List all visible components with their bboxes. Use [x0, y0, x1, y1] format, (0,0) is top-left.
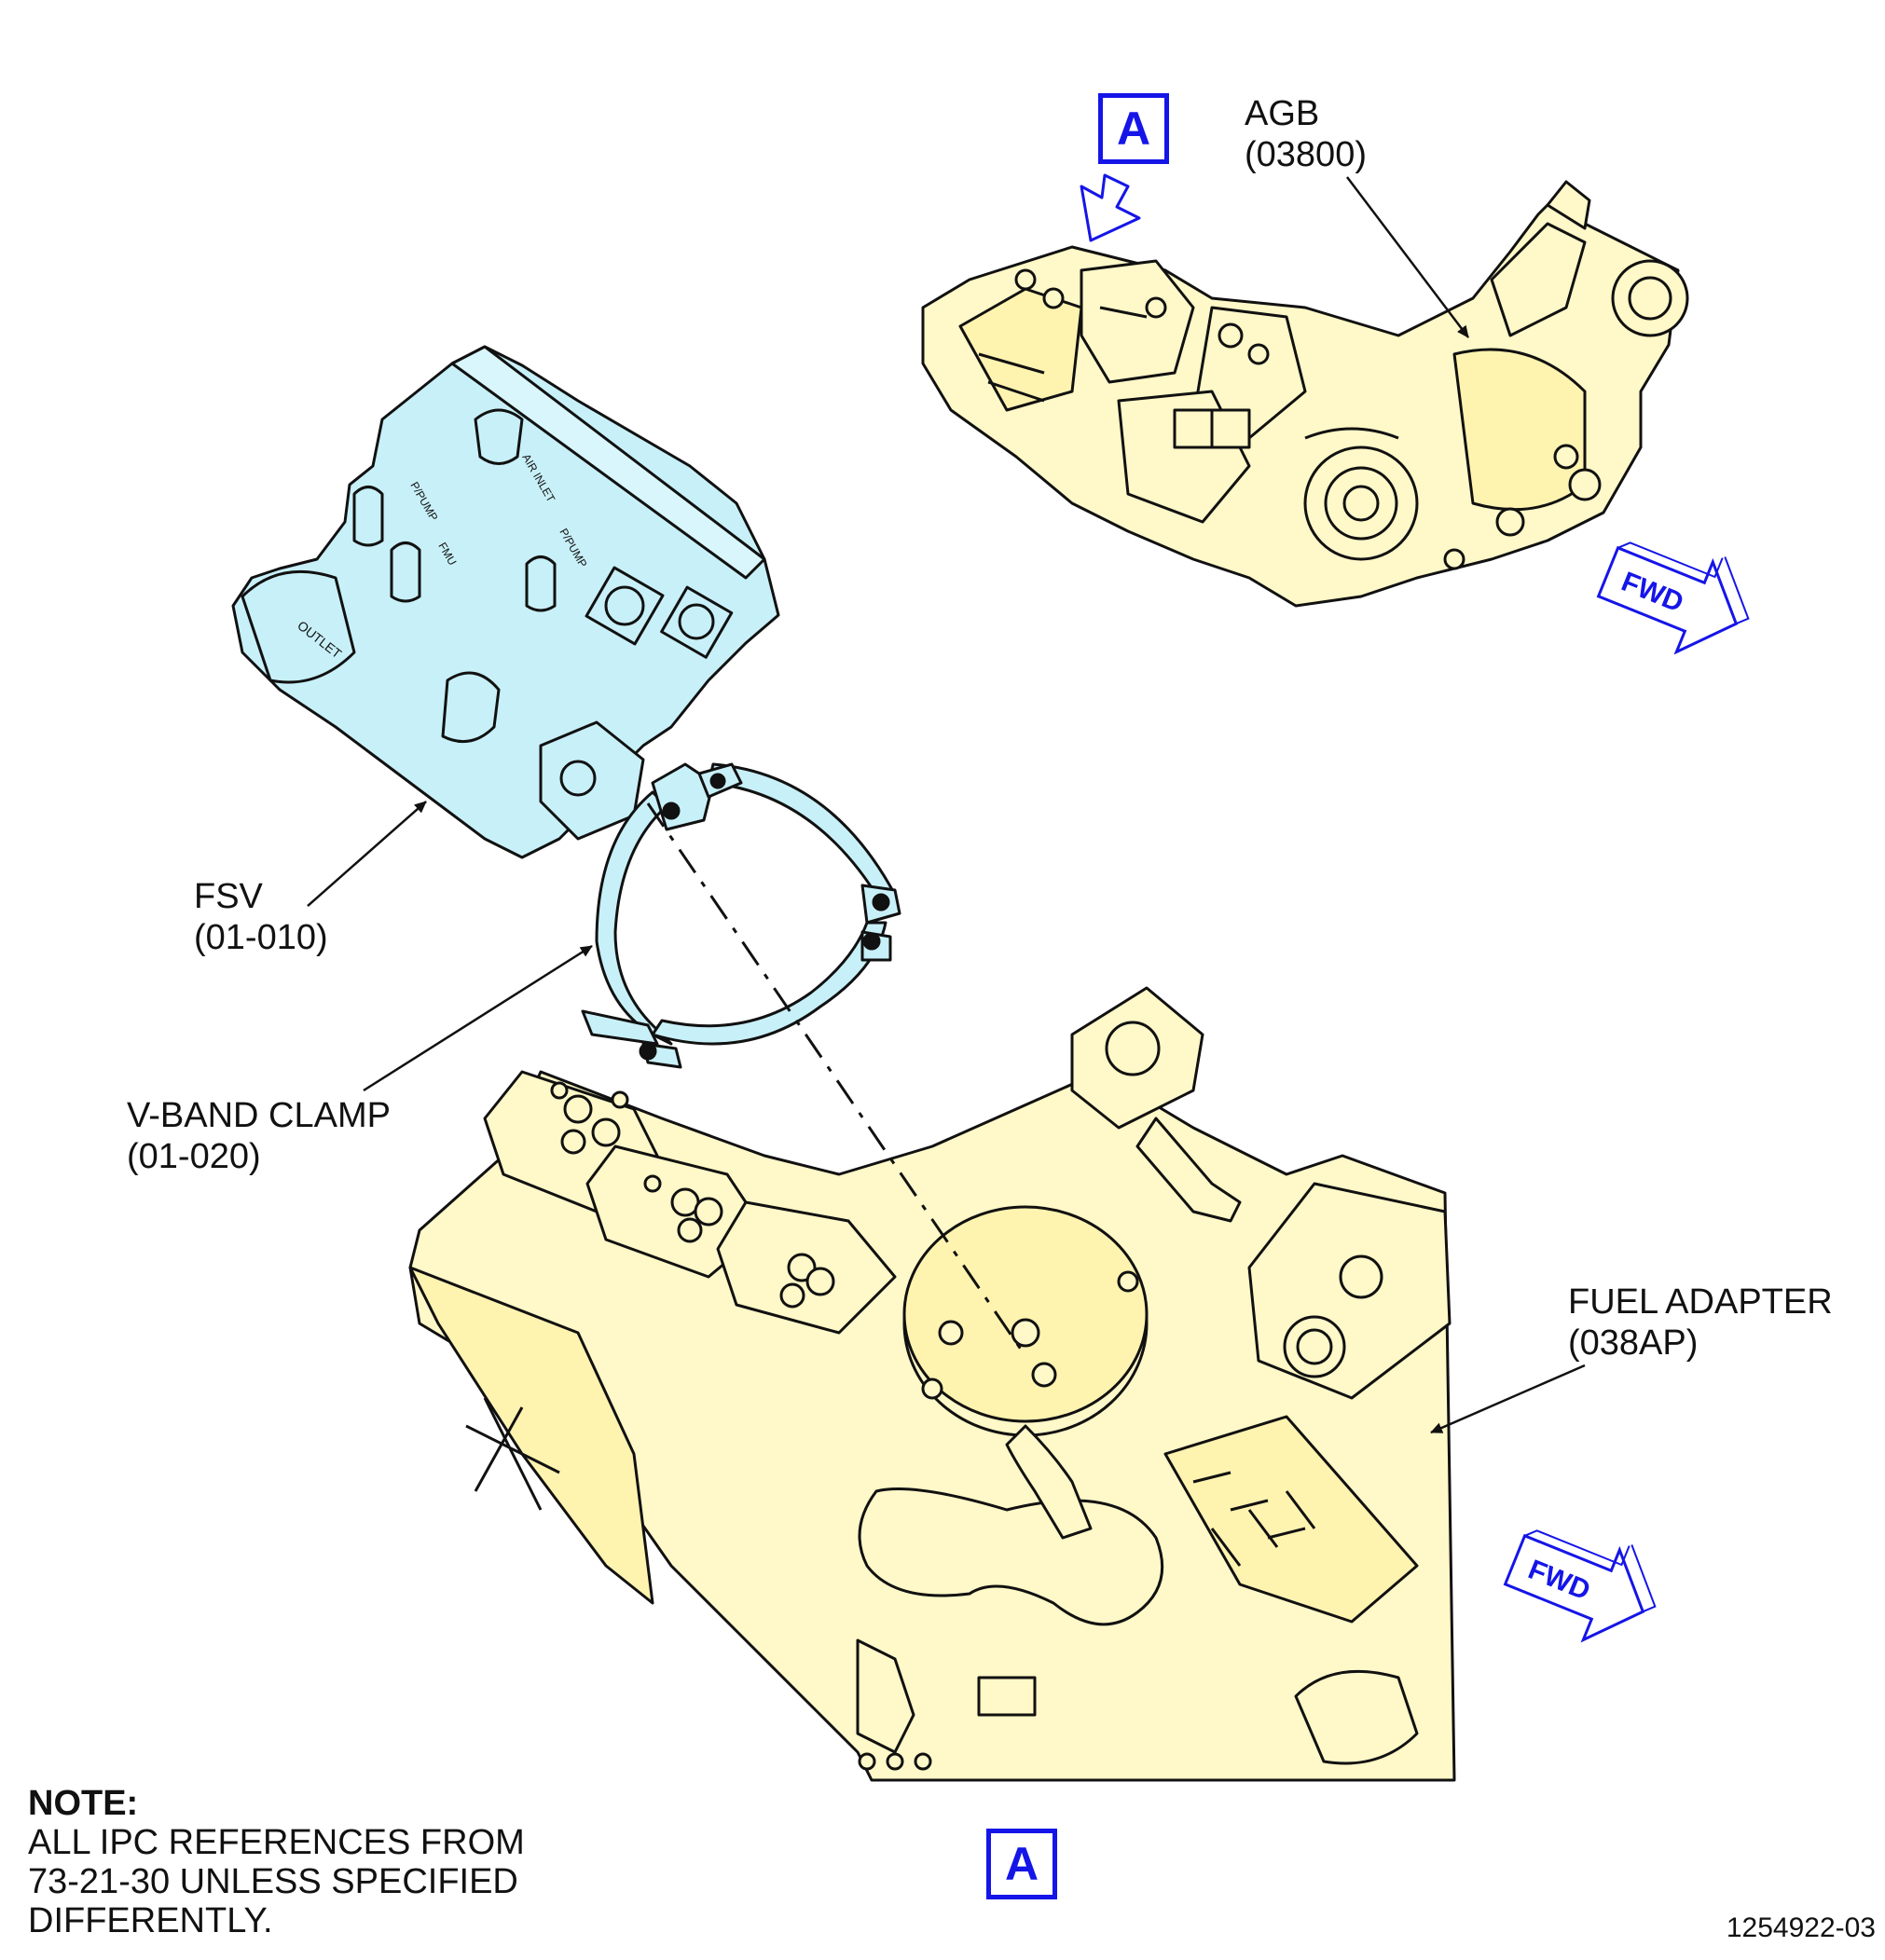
agb-assembly	[921, 180, 1689, 608]
vband-clamp	[581, 762, 901, 1069]
leader-lines	[307, 176, 1586, 1434]
engine-fuel-adapter-assembly	[408, 986, 1456, 1782]
fuel-adapter-callout-ref: (038AP)	[1568, 1323, 1699, 1363]
agb-callout: AGB (03800)	[1245, 93, 1367, 175]
note-line: ALL IPC REFERENCES FROM	[28, 1823, 525, 1862]
note-block: NOTE: ALL IPC REFERENCES FROM 73-21-30 U…	[28, 1784, 525, 1940]
view-a-marker-bottom: A	[986, 1829, 1057, 1899]
fwd-arrow-lower: FWD	[1503, 1529, 1657, 1643]
fuel-adapter-callout-name: FUEL ADAPTER	[1568, 1282, 1833, 1322]
fuel-adapter-callout: FUEL ADAPTER (038AP)	[1568, 1282, 1833, 1364]
note-line: 73-21-30 UNLESS SPECIFIED	[28, 1862, 518, 1901]
vband-callout-name: V-BAND CLAMP	[127, 1096, 391, 1135]
agb-callout-ref: (03800)	[1245, 135, 1367, 174]
fsv-callout: FSV (01-010)	[194, 876, 328, 958]
fwd-arrow-upper: FWD	[1596, 541, 1750, 655]
drawing-number: 1254922-03	[1726, 1912, 1876, 1943]
note-title: NOTE:	[28, 1784, 139, 1823]
vband-callout: V-BAND CLAMP (01-020)	[127, 1095, 391, 1177]
agb-callout-name: AGB	[1245, 94, 1320, 133]
view-a-marker-top: A	[1098, 93, 1169, 164]
view-direction-arrow	[1080, 173, 1141, 242]
fsv-callout-name: FSV	[194, 877, 263, 916]
note-line: DIFFERENTLY.	[28, 1901, 273, 1940]
fsv-assembly: OUTLET P/PUMP FMU AIR INLET P/PUMP	[231, 345, 780, 859]
vband-callout-ref: (01-020)	[127, 1137, 261, 1176]
fsv-callout-ref: (01-010)	[194, 918, 328, 957]
